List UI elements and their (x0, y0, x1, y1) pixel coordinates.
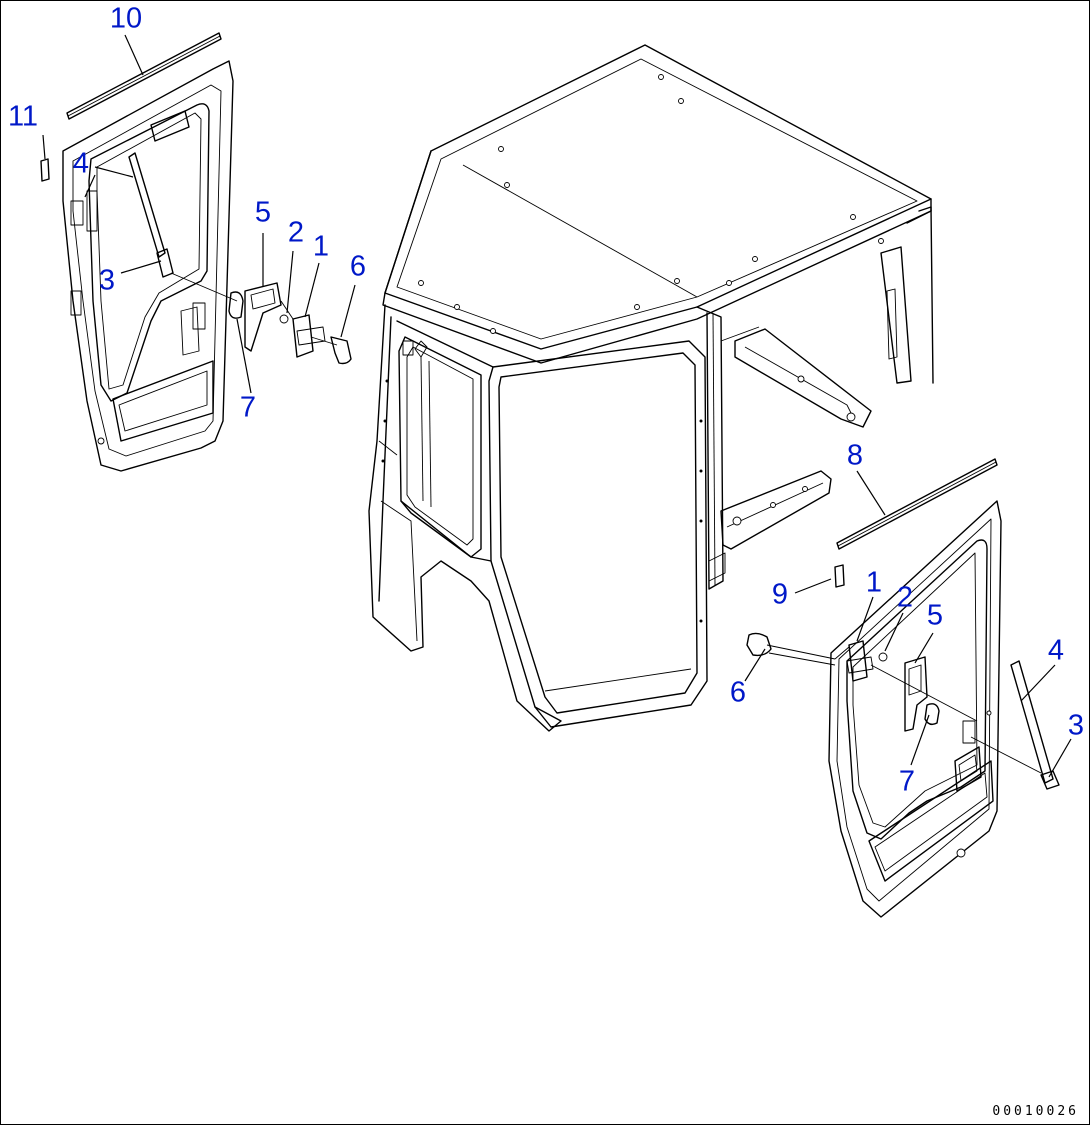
callout-5-left: 5 (254, 196, 272, 229)
callout-1-left: 1 (312, 230, 330, 263)
gas-spring-right (970, 660, 1060, 790)
leader-lines (42, 34, 1072, 778)
callout-7-right: 7 (898, 765, 916, 798)
callout-8: 8 (846, 439, 864, 472)
hinge-assembly-left (228, 282, 352, 365)
clip-left (40, 158, 50, 182)
callout-4-right: 4 (1047, 634, 1065, 667)
callout-6-right: 6 (729, 676, 747, 709)
callout-5-right: 5 (926, 599, 944, 632)
figure-code: 00010026 (992, 1104, 1079, 1119)
right-door (828, 500, 1002, 918)
door-seal-strip-upper (66, 32, 222, 120)
hinge-assembly-right (746, 632, 978, 732)
clip-right (834, 564, 845, 588)
callout-4-left: 4 (72, 147, 90, 180)
left-door (62, 60, 234, 472)
gas-spring-left (128, 152, 238, 302)
callout-7-left: 7 (239, 391, 257, 424)
cab-frame (368, 44, 934, 732)
callout-3-left: 3 (98, 264, 116, 297)
callout-1-right: 1 (865, 566, 883, 599)
callout-2-right: 2 (896, 581, 914, 614)
callout-6-left: 6 (349, 250, 367, 283)
callout-3-right: 3 (1067, 709, 1085, 742)
callout-11: 11 (7, 100, 39, 133)
callout-10: 10 (109, 2, 143, 35)
callout-9: 9 (771, 578, 789, 611)
door-seal-strip-right (836, 458, 998, 550)
callout-2-left: 2 (287, 216, 305, 249)
